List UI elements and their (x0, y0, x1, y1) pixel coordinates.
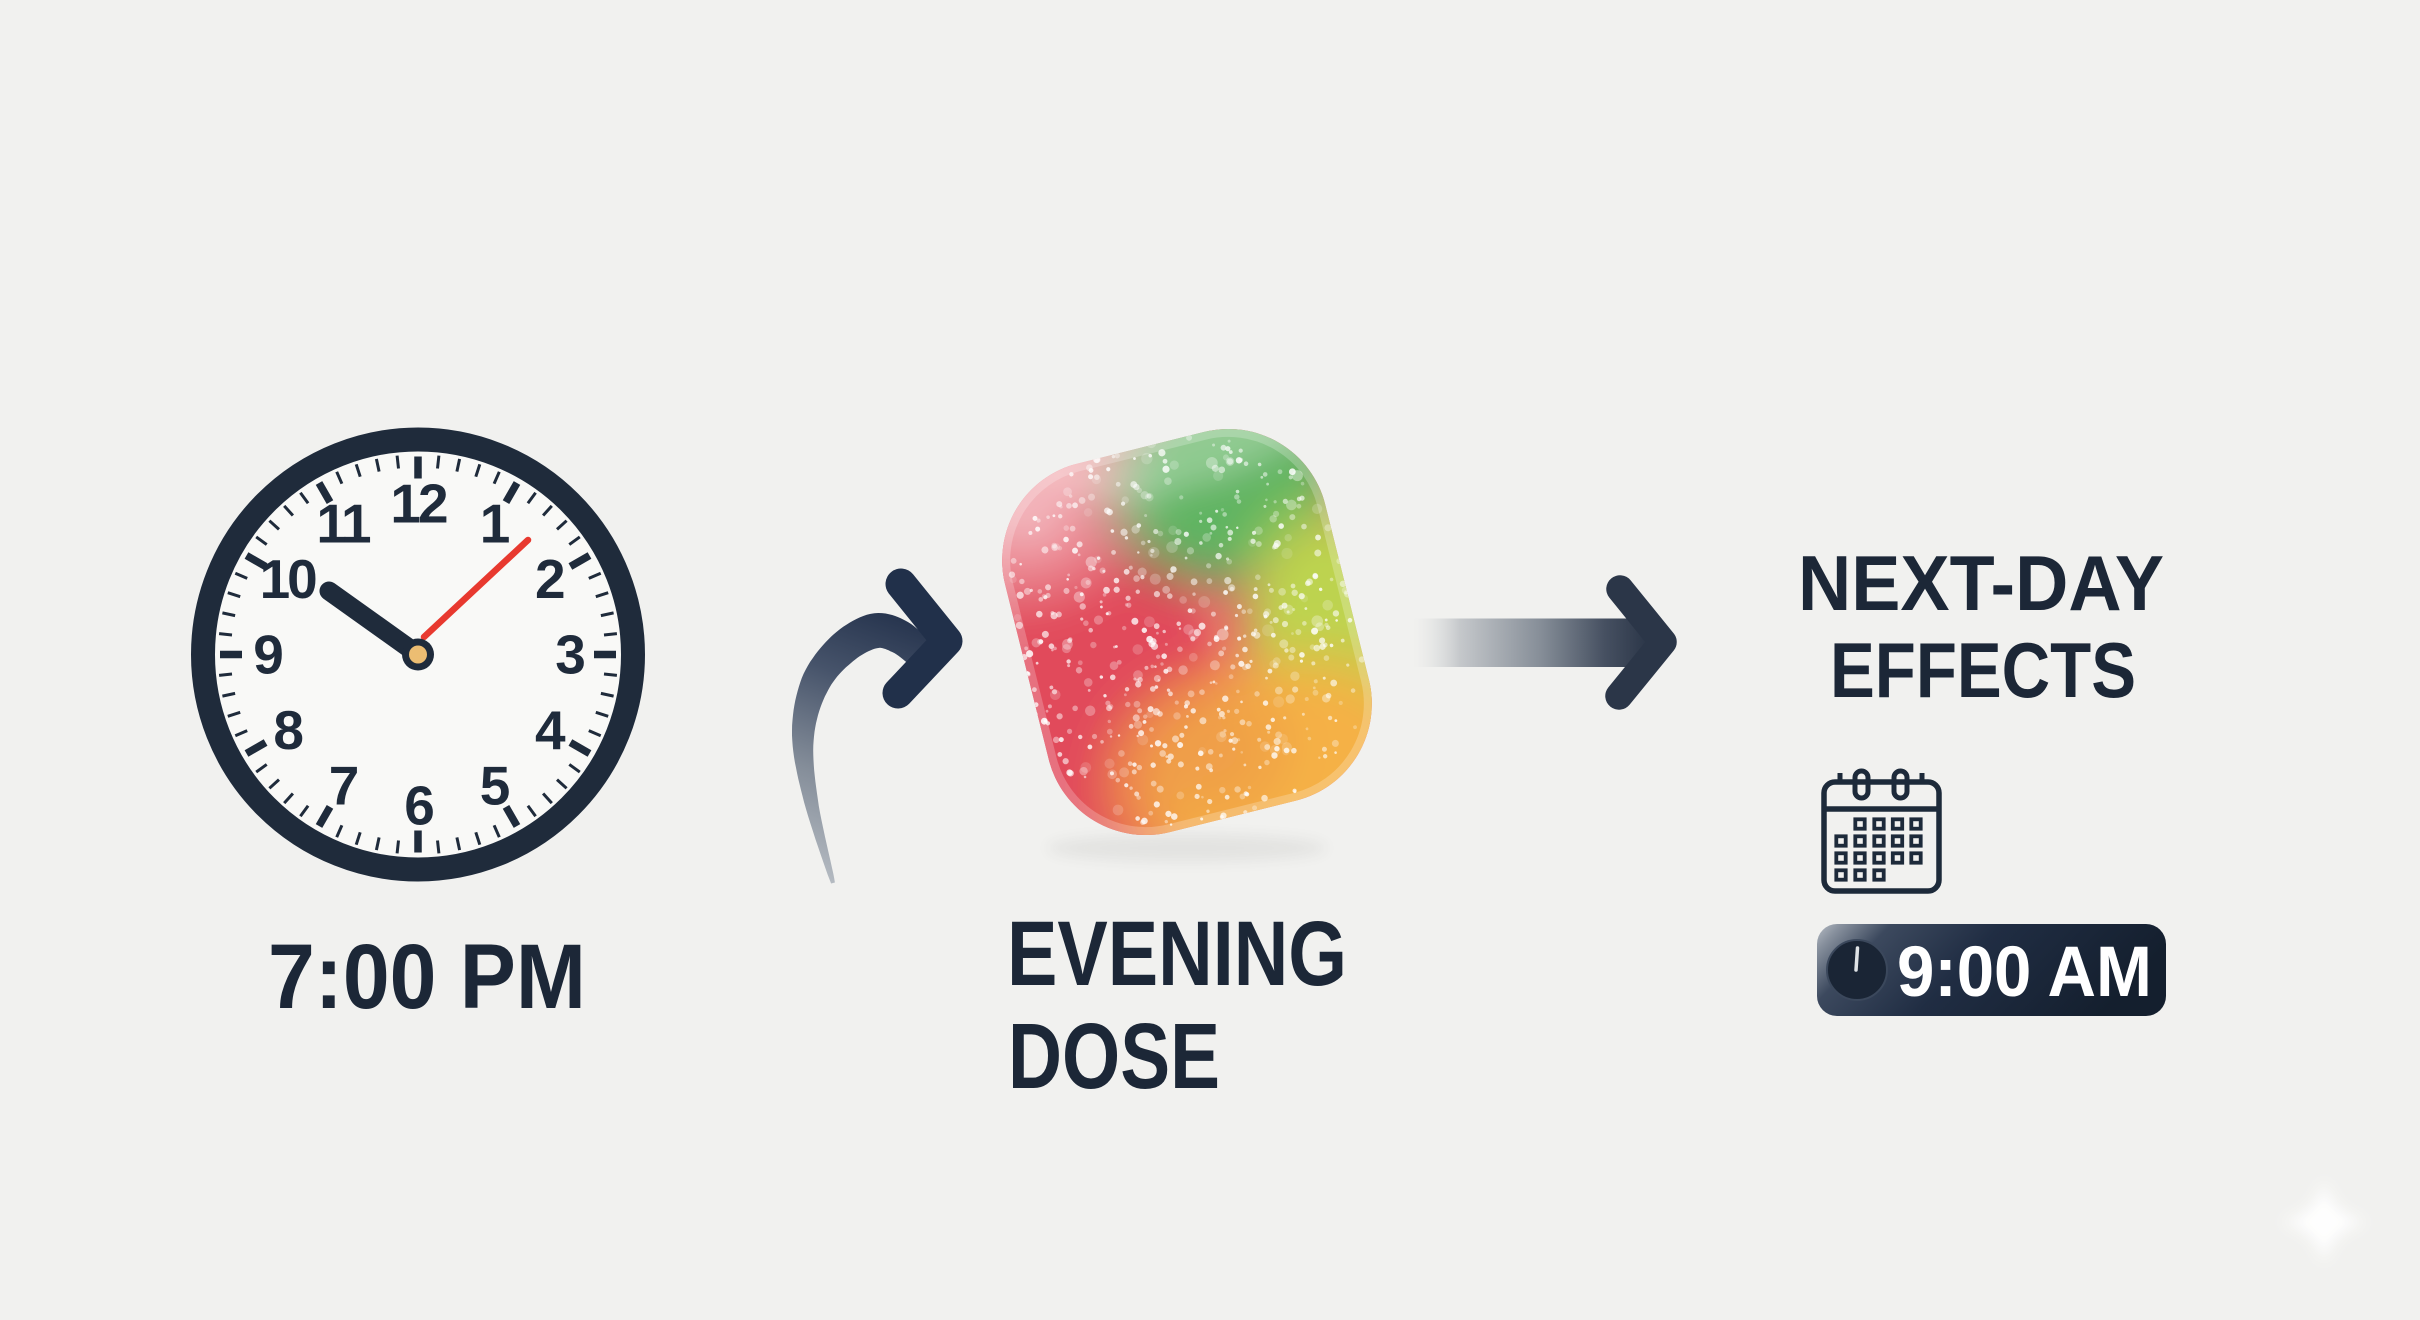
svg-text:11: 11 (316, 493, 371, 555)
svg-text:7: 7 (329, 754, 358, 816)
svg-text:EFFECTS: EFFECTS (1830, 626, 2136, 714)
svg-text:2: 2 (535, 548, 564, 610)
svg-text:7:00 PM: 7:00 PM (268, 926, 586, 1028)
svg-text:EVENING: EVENING (1007, 903, 1347, 1005)
svg-text:4: 4 (535, 699, 566, 761)
svg-text:1: 1 (480, 493, 510, 555)
svg-text:6: 6 (404, 775, 433, 837)
svg-text:5: 5 (480, 754, 510, 816)
svg-text:3: 3 (555, 624, 584, 686)
svg-text:10: 10 (260, 548, 317, 610)
svg-text:12: 12 (390, 473, 447, 535)
svg-text:DOSE: DOSE (1008, 1004, 1220, 1108)
svg-text:8: 8 (273, 699, 302, 761)
svg-text:9:00 AM: 9:00 AM (1897, 933, 2152, 1012)
svg-text:9: 9 (253, 624, 282, 686)
svg-text:NEXT-DAY: NEXT-DAY (1798, 539, 2164, 627)
